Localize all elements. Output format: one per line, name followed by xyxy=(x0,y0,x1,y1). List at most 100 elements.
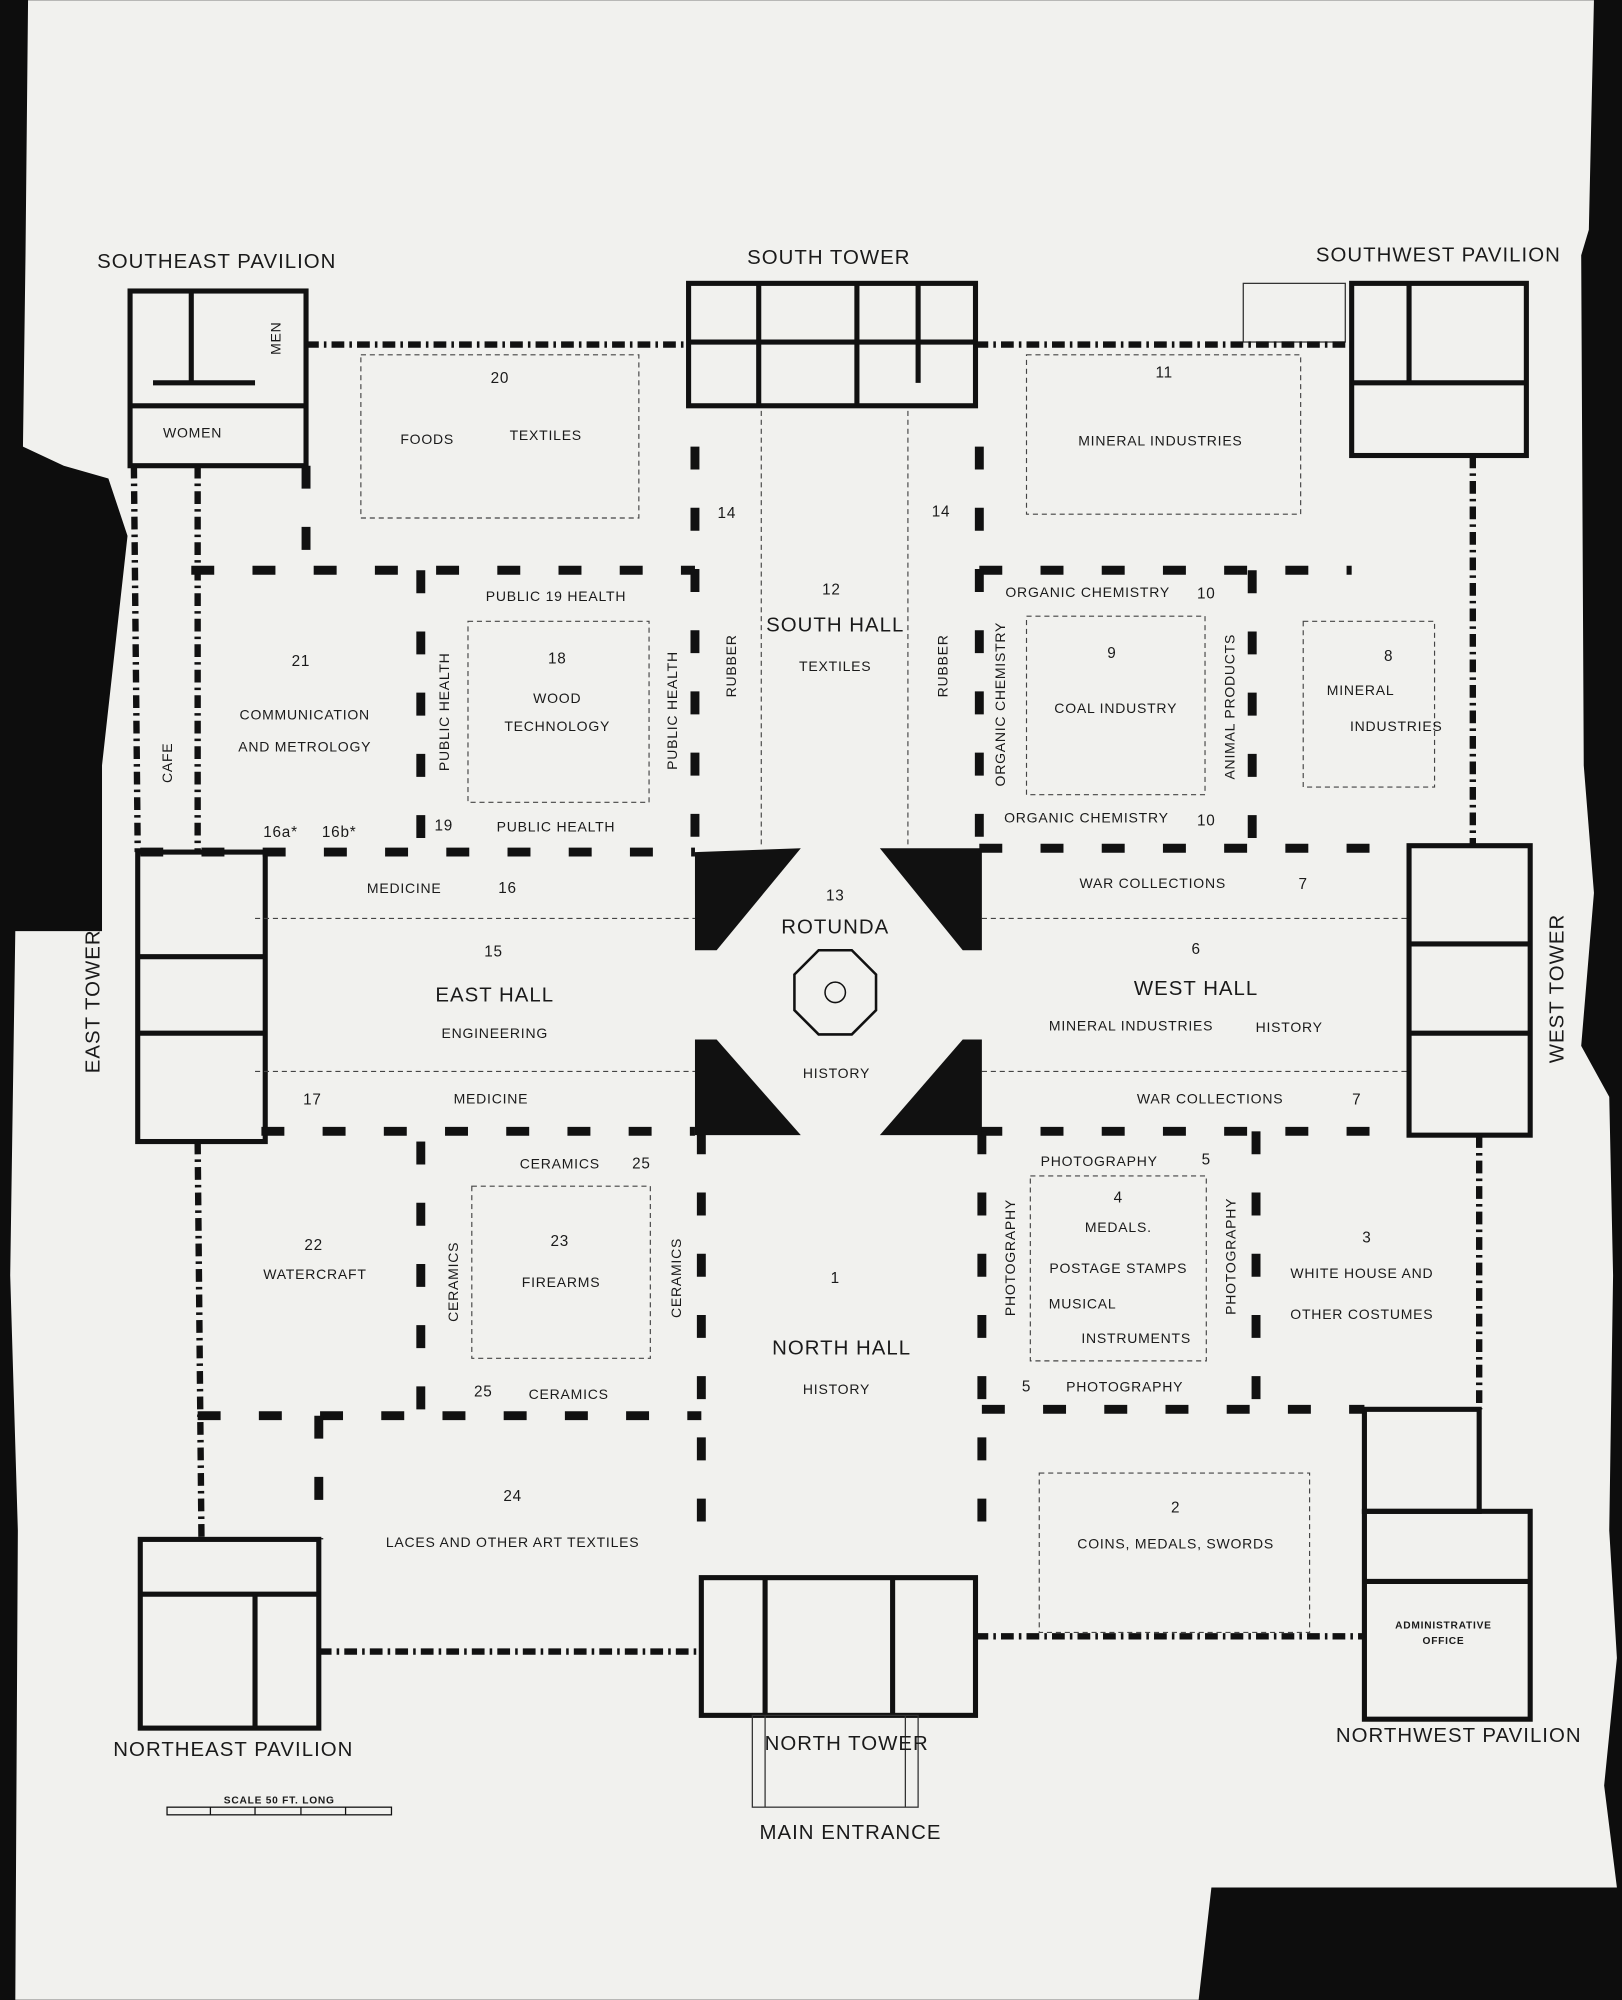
room-label: CERAMICS xyxy=(668,1238,684,1318)
room-label: MINERAL INDUSTRIES xyxy=(1078,432,1242,448)
room-number: 11 xyxy=(1156,365,1173,382)
room-number: 14 xyxy=(932,504,951,521)
main-entrance-steps xyxy=(751,1714,919,1808)
room-label: PHOTOGRAPHY xyxy=(1041,1153,1158,1169)
room-label: PUBLIC HEALTH xyxy=(436,652,452,771)
room-number: 6 xyxy=(1191,941,1200,958)
men-restroom: MEN xyxy=(268,321,284,354)
room-number: 13 xyxy=(826,888,845,905)
rotunda-center xyxy=(824,981,847,1004)
room-label: PHOTOGRAPHY xyxy=(1066,1378,1183,1394)
main-entrance-label: MAIN ENTRANCE xyxy=(759,1822,941,1844)
room-label: ORGANIC CHEMISTRY xyxy=(1005,584,1170,600)
room-number: 16b* xyxy=(322,824,357,841)
room-label: INSTRUMENTS xyxy=(1081,1330,1191,1346)
rotunda-pier-nw xyxy=(879,1039,982,1136)
room-label: PUBLIC 19 HEALTH xyxy=(486,588,627,604)
rotunda-pier-sw xyxy=(879,848,982,951)
hall-label: SOUTH HALL xyxy=(766,614,904,636)
east-tower-label: EAST TOWER xyxy=(82,929,104,1073)
room-label: ENGINEERING xyxy=(441,1025,548,1041)
room-label: CERAMICS xyxy=(445,1242,461,1322)
southeast-pavilion-label: SOUTHEAST PAVILION xyxy=(97,251,336,273)
room-label: ORGANIC CHEMISTRY xyxy=(1004,810,1169,826)
room-number: 9 xyxy=(1107,645,1116,662)
women-restroom: WOMEN xyxy=(163,425,222,441)
room-label: MINERAL INDUSTRIES xyxy=(1049,1018,1213,1034)
room-number: 15 xyxy=(484,944,503,961)
room-number: 8 xyxy=(1384,648,1393,665)
room-label: HISTORY xyxy=(803,1065,870,1081)
cafe: CAFE xyxy=(159,743,175,783)
hall-label: EAST HALL xyxy=(435,984,554,1006)
room-labels: MEN WOMEN CAFE 20 FOODS TEXTILES 11 MINE… xyxy=(159,321,1492,1647)
room-number: 5 xyxy=(1202,1151,1211,1168)
wing-titles: SOUTHEAST PAVILION SOUTH TOWER SOUTHWEST… xyxy=(82,245,1582,1844)
room-number: 10 xyxy=(1197,812,1216,829)
room-label: WHITE HOUSE AND xyxy=(1290,1265,1433,1281)
room-number: 17 xyxy=(303,1092,322,1109)
room-label: ORGANIC CHEMISTRY xyxy=(992,622,1008,787)
hall-label: NORTH HALL xyxy=(772,1337,911,1359)
room-label: MEDICINE xyxy=(367,880,442,896)
room-label: RUBBER xyxy=(723,634,739,697)
southwest-pavilion-label: SOUTHWEST PAVILION xyxy=(1316,245,1561,267)
south-tower-label: SOUTH TOWER xyxy=(747,247,910,269)
rotunda-octagon xyxy=(793,948,878,1036)
room-number: 16 xyxy=(498,880,517,897)
room-number: 10 xyxy=(1197,585,1216,602)
room-label: CERAMICS xyxy=(520,1155,600,1171)
room-label: PHOTOGRAPHY xyxy=(1223,1198,1239,1315)
room-label: TEXTILES xyxy=(510,427,582,443)
room-label: MEDICINE xyxy=(454,1090,529,1106)
room-number: 23 xyxy=(551,1233,570,1250)
room-number: 7 xyxy=(1299,876,1308,893)
interior-walls xyxy=(140,446,1410,1540)
room-label: WAR COLLECTIONS xyxy=(1080,875,1226,891)
room-label: HISTORY xyxy=(1256,1019,1323,1035)
rotunda-label: ROTUNDA xyxy=(781,917,889,939)
room-label: MUSICAL xyxy=(1049,1296,1117,1312)
room-number: 5 xyxy=(1022,1378,1031,1395)
room-number: 21 xyxy=(292,653,311,670)
exterior-walls xyxy=(130,341,1483,1655)
rotunda xyxy=(694,848,982,1136)
admin-office-label: OFFICE xyxy=(1423,1636,1465,1647)
room-label: PHOTOGRAPHY xyxy=(1002,1199,1018,1316)
room-label: MEDALS. xyxy=(1085,1219,1152,1235)
room-label: FIREARMS xyxy=(522,1274,601,1290)
room-label: PUBLIC HEALTH xyxy=(497,819,616,835)
room-number: 18 xyxy=(548,650,567,667)
room-label: TEXTILES xyxy=(799,658,871,674)
northwest-pavilion-label: NORTHWEST PAVILION xyxy=(1336,1725,1582,1747)
room-label: COAL INDUSTRY xyxy=(1054,700,1177,716)
room-number: 20 xyxy=(491,370,510,387)
room-number: 7 xyxy=(1352,1092,1361,1109)
room-label: TECHNOLOGY xyxy=(504,718,610,734)
room-label: PUBLIC HEALTH xyxy=(664,651,680,770)
room-label: WAR COLLECTIONS xyxy=(1137,1090,1283,1106)
scale-label: SCALE 50 FT. LONG xyxy=(224,1795,335,1806)
room-number: 4 xyxy=(1114,1190,1123,1207)
room-number: 16a* xyxy=(263,824,298,841)
room-number: 19 xyxy=(434,817,453,834)
room-label: POSTAGE STAMPS xyxy=(1049,1260,1187,1276)
hall-label: WEST HALL xyxy=(1134,978,1258,1000)
west-tower-label: WEST TOWER xyxy=(1546,914,1568,1064)
scale-bar: SCALE 50 FT. LONG xyxy=(166,1795,393,1816)
room-label: COMMUNICATION xyxy=(240,706,370,722)
room-label: WATERCRAFT xyxy=(263,1266,366,1282)
room-label: HISTORY xyxy=(803,1381,870,1397)
paper-sheet xyxy=(10,0,1617,2000)
room-number: 24 xyxy=(503,1488,522,1505)
room-number: 2 xyxy=(1171,1500,1180,1517)
room-number: 14 xyxy=(718,505,737,522)
room-number: 22 xyxy=(304,1237,323,1254)
room-number: 12 xyxy=(822,582,841,599)
admin-office-label: ADMINISTRATIVE xyxy=(1395,1621,1492,1632)
room-label: OTHER COSTUMES xyxy=(1290,1306,1433,1322)
rotunda-pier-se xyxy=(694,848,801,951)
room-label: INDUSTRIES xyxy=(1350,718,1443,734)
